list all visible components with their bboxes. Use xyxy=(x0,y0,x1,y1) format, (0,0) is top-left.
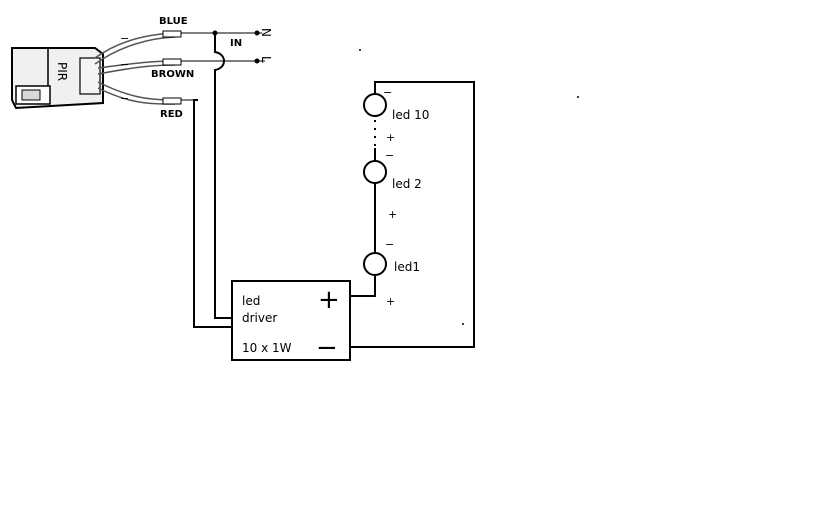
led-driver: led driver 10 x 1W + − xyxy=(231,280,351,363)
red-to-driver-wire xyxy=(193,99,232,328)
driver-label-line2: driver xyxy=(242,311,277,325)
led-10-minus: − xyxy=(383,86,392,99)
led-string: led 10 led 2 led1 − + − + − + xyxy=(350,81,475,348)
led-2-label: led 2 xyxy=(392,177,422,191)
led-10-plus: + xyxy=(386,131,395,144)
svg-text:−: − xyxy=(120,32,129,45)
pir-sensor: PIR xyxy=(11,47,104,110)
pir-label: PIR xyxy=(55,62,69,81)
svg-text:−: − xyxy=(120,92,129,105)
live-label: L xyxy=(259,56,273,63)
led-10 xyxy=(363,93,387,117)
svg-text:−: − xyxy=(120,58,129,71)
neutral-label: N xyxy=(259,28,273,37)
brown-wire-label: BROWN xyxy=(151,69,194,80)
driver-minus-terminal: − xyxy=(316,333,338,363)
mains-in-label: IN xyxy=(230,38,242,49)
driver-label-line1: led xyxy=(242,294,260,308)
red-wire-label: RED xyxy=(160,109,183,120)
led-1-minus: − xyxy=(385,238,394,251)
led-2-plus: + xyxy=(388,208,397,221)
led-2 xyxy=(363,160,387,184)
driver-rating: 10 x 1W xyxy=(242,341,292,355)
mains-input: IN N L xyxy=(230,28,273,64)
sensor-wires: − − − xyxy=(94,30,265,105)
led-1-label: led1 xyxy=(394,260,420,274)
led-2-minus: − xyxy=(385,149,394,162)
led-1 xyxy=(363,252,387,276)
led-1-plus: + xyxy=(386,295,395,308)
neutral-to-driver-wire xyxy=(212,30,232,319)
led-10-label: led 10 xyxy=(392,108,429,122)
driver-plus-terminal: + xyxy=(318,285,340,315)
blue-wire-label: BLUE xyxy=(159,16,188,27)
